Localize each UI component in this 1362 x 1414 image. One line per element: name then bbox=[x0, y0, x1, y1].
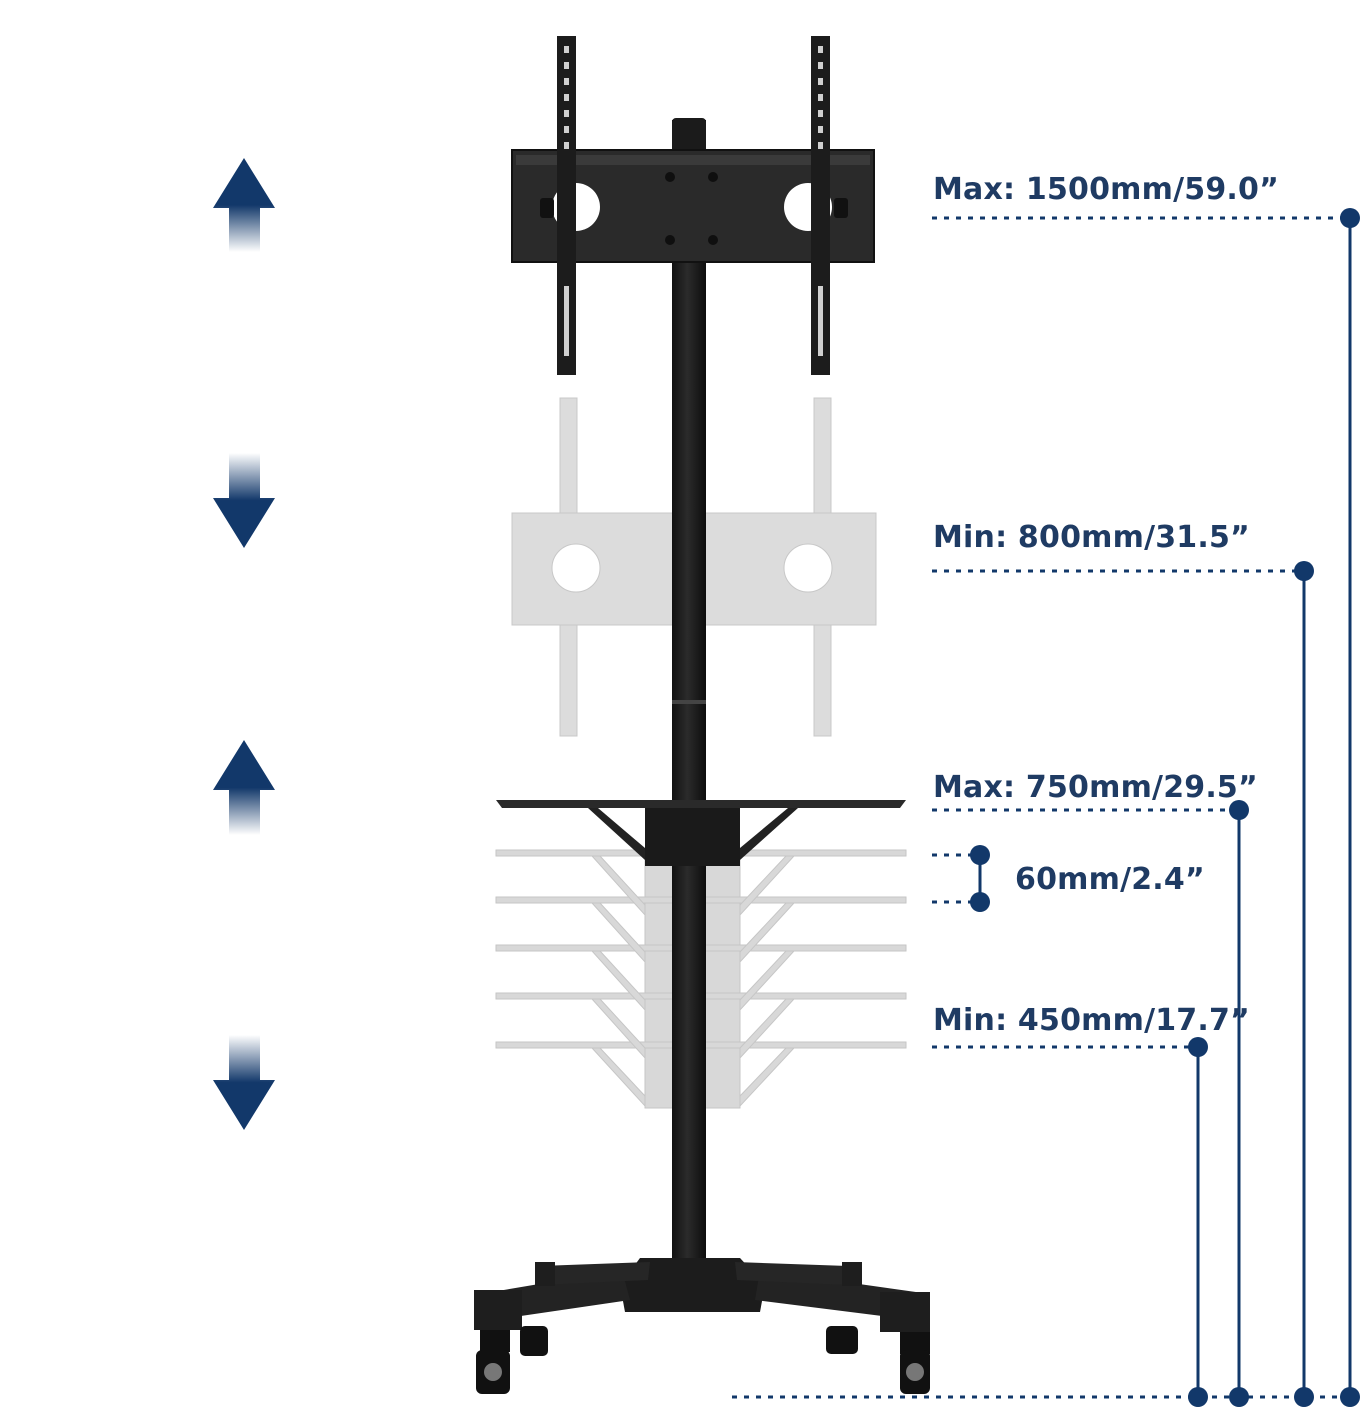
shelf-min-height-label: Min: 450mm/17.7” bbox=[933, 1003, 1250, 1038]
dimension-lines bbox=[732, 216, 1352, 1399]
arrow-down-icon bbox=[213, 1035, 275, 1130]
arrow-down-icon bbox=[213, 453, 275, 548]
shelf-max-height-label: Max: 750mm/29.5” bbox=[933, 770, 1258, 805]
shelf-raised bbox=[496, 800, 906, 866]
shelf-step-label: 60mm/2.4” bbox=[1015, 862, 1205, 897]
stand-pole-lower bbox=[672, 860, 706, 1280]
mount-max-height-label: Max: 1500mm/59.0” bbox=[933, 172, 1279, 207]
mount-lowered-ghost bbox=[511, 397, 877, 737]
stand-base bbox=[474, 1258, 930, 1332]
mount-min-height-label: Min: 800mm/31.5” bbox=[933, 520, 1250, 555]
dimension-dots bbox=[970, 208, 1360, 1407]
arrow-up-icon bbox=[213, 740, 275, 835]
arrow-up-icon bbox=[213, 158, 275, 252]
caster-wheel-icon bbox=[476, 1326, 930, 1394]
tv-mount-raised bbox=[511, 36, 875, 375]
